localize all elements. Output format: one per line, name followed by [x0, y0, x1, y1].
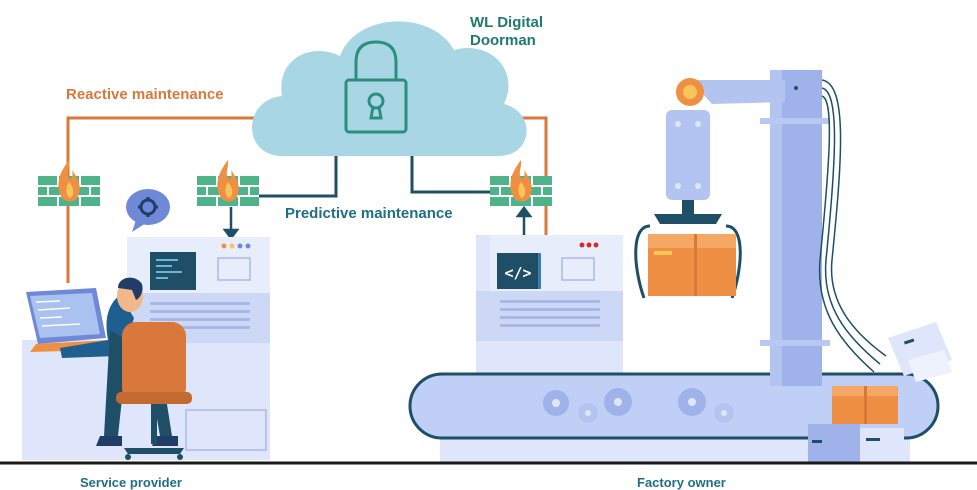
code-icon: </>	[504, 264, 531, 282]
firewall-icon-left	[38, 160, 100, 206]
person-operator	[60, 277, 178, 446]
boxes-on-conveyor	[808, 322, 952, 462]
lock-icon	[344, 40, 408, 134]
gear-speech-bubble-icon	[126, 189, 170, 232]
service-provider-label: Service provider	[80, 475, 182, 490]
predictive-maintenance-label: Predictive maintenance	[285, 205, 453, 222]
conveyor-belt	[408, 372, 940, 440]
cloud-icon	[252, 21, 527, 156]
predictive-maintenance-lines	[230, 150, 508, 198]
office-chair	[116, 322, 192, 460]
digital-doorman-title-line1: WL Digital	[470, 14, 544, 31]
firewall-icon-middle	[197, 160, 259, 206]
digital-doorman-title-line2: Doorman	[470, 32, 536, 49]
arrow-down-icon	[222, 207, 240, 241]
firewall-icon-right	[490, 160, 552, 206]
factory-owner-label: Factory owner	[637, 475, 726, 490]
reactive-maintenance-label: Reactive maintenance	[66, 86, 224, 103]
box-held-by-robot	[648, 234, 736, 296]
robot-arm	[634, 70, 887, 386]
digital-doorman-title: WL Digital Doorman	[470, 14, 543, 50]
